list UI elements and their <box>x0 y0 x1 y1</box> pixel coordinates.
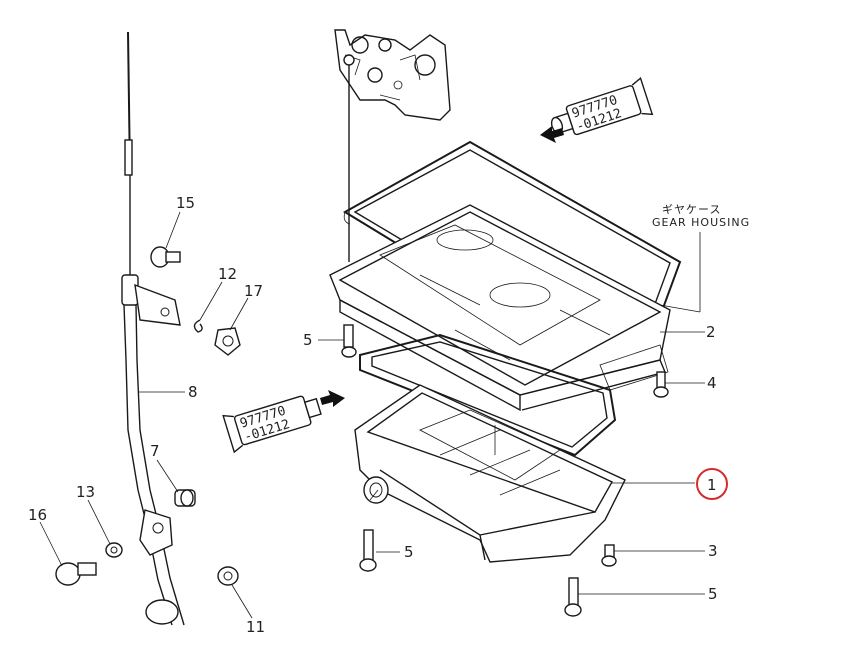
callout-16: 16 <box>28 506 47 524</box>
callout-8: 8 <box>188 383 198 401</box>
bolt-5-left <box>341 324 357 358</box>
washer-11 <box>217 566 239 586</box>
gear-housing-jp: ギヤケース <box>662 203 721 216</box>
bolt-5-bottom <box>564 577 582 617</box>
arrow-icon <box>320 390 345 407</box>
dipstick <box>121 31 185 626</box>
gear-housing-en: GEAR HOUSING <box>652 216 750 229</box>
callout-5-bottom: 5 <box>708 585 718 603</box>
upper-oil-pan <box>329 204 671 412</box>
sealant-tube-top: 977770 -01212 <box>540 76 654 143</box>
callout-17: 17 <box>244 282 263 300</box>
callout-2: 2 <box>706 323 716 341</box>
bolt-4 <box>653 371 669 398</box>
bushing-7 <box>174 489 196 507</box>
bolt-15 <box>150 246 181 268</box>
callout-5-left: 5 <box>303 331 313 349</box>
sealant-tube-left: 977770 -01212 <box>222 390 345 454</box>
highlighted-callout-1: 1 <box>696 468 728 500</box>
callout-12: 12 <box>218 265 237 283</box>
washer-12 <box>193 319 203 333</box>
engine-block-fragment <box>334 29 451 121</box>
bolt-5-middle <box>359 529 377 572</box>
washer-13 <box>105 542 123 558</box>
bolt-16 <box>55 562 97 586</box>
callout-1: 1 <box>707 476 717 494</box>
drain-plug-boss <box>363 476 389 504</box>
lower-gasket <box>359 333 617 457</box>
bolt-3 <box>601 544 617 567</box>
gear-housing-label: ギヤケース GEAR HOUSING <box>652 203 750 229</box>
callout-7: 7 <box>150 442 160 460</box>
callout-15: 15 <box>176 194 195 212</box>
leader-lines <box>39 211 705 619</box>
callout-3: 3 <box>708 542 718 560</box>
arrow-icon <box>540 126 564 143</box>
callout-5-middle: 5 <box>404 543 414 561</box>
nut-17 <box>214 327 241 356</box>
callout-11: 11 <box>246 618 265 636</box>
lower-oil-pan <box>354 384 626 563</box>
long-stud <box>343 54 355 262</box>
callout-13: 13 <box>76 483 95 501</box>
callout-4: 4 <box>707 374 717 392</box>
